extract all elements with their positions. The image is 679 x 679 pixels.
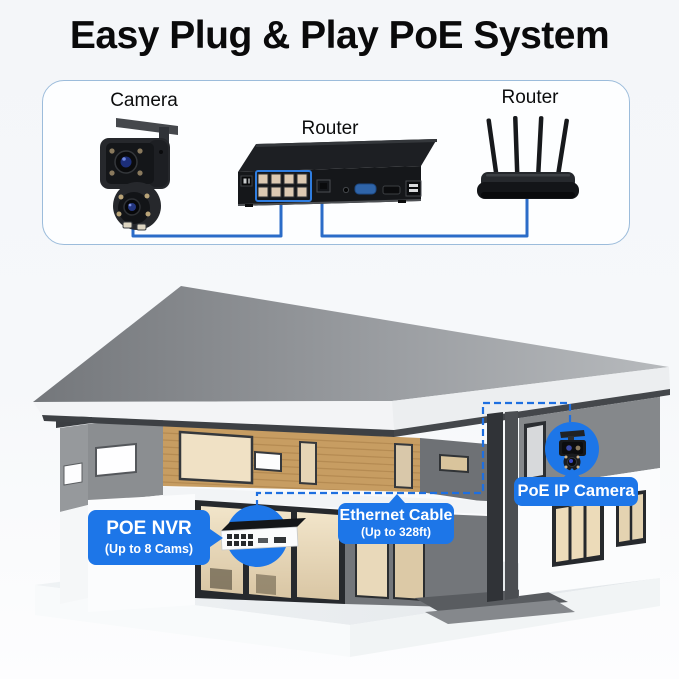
poe-camera-circle-badge: [545, 422, 599, 476]
callout-poe-nvr: POE NVR (Up to 8 Cams): [88, 510, 223, 565]
roof: [33, 286, 670, 437]
poe-cable-route: [255, 401, 572, 507]
callout-poe-ip-camera: PoE IP Camera: [514, 468, 638, 506]
callout-poe-nvr-title: POE NVR: [106, 518, 192, 540]
callout-ethernet-cable-title: Ethernet Cable: [339, 506, 453, 524]
callout-ethernet-cable-subtitle: (Up to 328ft): [361, 525, 431, 540]
router-device-label: Router: [501, 87, 559, 108]
callout-arrow-up-icon: [564, 468, 580, 477]
callout-arrow-right-icon: [210, 528, 223, 547]
nvr-vga-port: [354, 183, 377, 195]
callout-poe-ip-camera-title: PoE IP Camera: [517, 482, 635, 501]
ethernet-cable-line-nvr-to-router: [320, 196, 529, 238]
nvr-device-label: Router: [301, 118, 359, 139]
callout-ethernet-cable: Ethernet Cable (Up to 328ft): [338, 494, 454, 544]
side-window: [95, 442, 137, 478]
poe-ports-highlight: [255, 170, 312, 202]
small-upper-window: [254, 450, 282, 473]
nvr-hdmi-port: [382, 185, 401, 195]
ptz-camera-icon: [100, 118, 178, 231]
nvr-usb-ports: [405, 180, 422, 197]
poe-nvr-icon: [238, 139, 437, 207]
wifi-router-icon: [477, 116, 579, 199]
diagram-devices-graphic: [100, 116, 579, 238]
camera-device-label: Camera: [110, 90, 178, 111]
wood-slat-wall: [163, 426, 420, 492]
structural-column: [487, 411, 518, 602]
page-title: Easy Plug & Play PoE System: [69, 14, 610, 57]
nvr-poe-ports: [255, 170, 312, 202]
second-floor-recessed-wall: [420, 438, 487, 502]
poe-camera-mini-icon: [559, 430, 586, 471]
narrow-window-2: [394, 442, 413, 490]
corner-window: [178, 430, 254, 485]
callout-poe-nvr-subtitle: (Up to 8 Cams): [104, 542, 194, 557]
nvr-circle-badge: [220, 505, 306, 567]
recessed-lit-window: [439, 453, 469, 474]
callout-arrow-up-icon: [389, 494, 405, 503]
ethernet-cable-line-camera-to-nvr: [131, 203, 283, 238]
left-wing-wall: [56, 415, 92, 604]
narrow-window-1: [299, 440, 317, 486]
nvr-mini-icon: [220, 518, 306, 551]
